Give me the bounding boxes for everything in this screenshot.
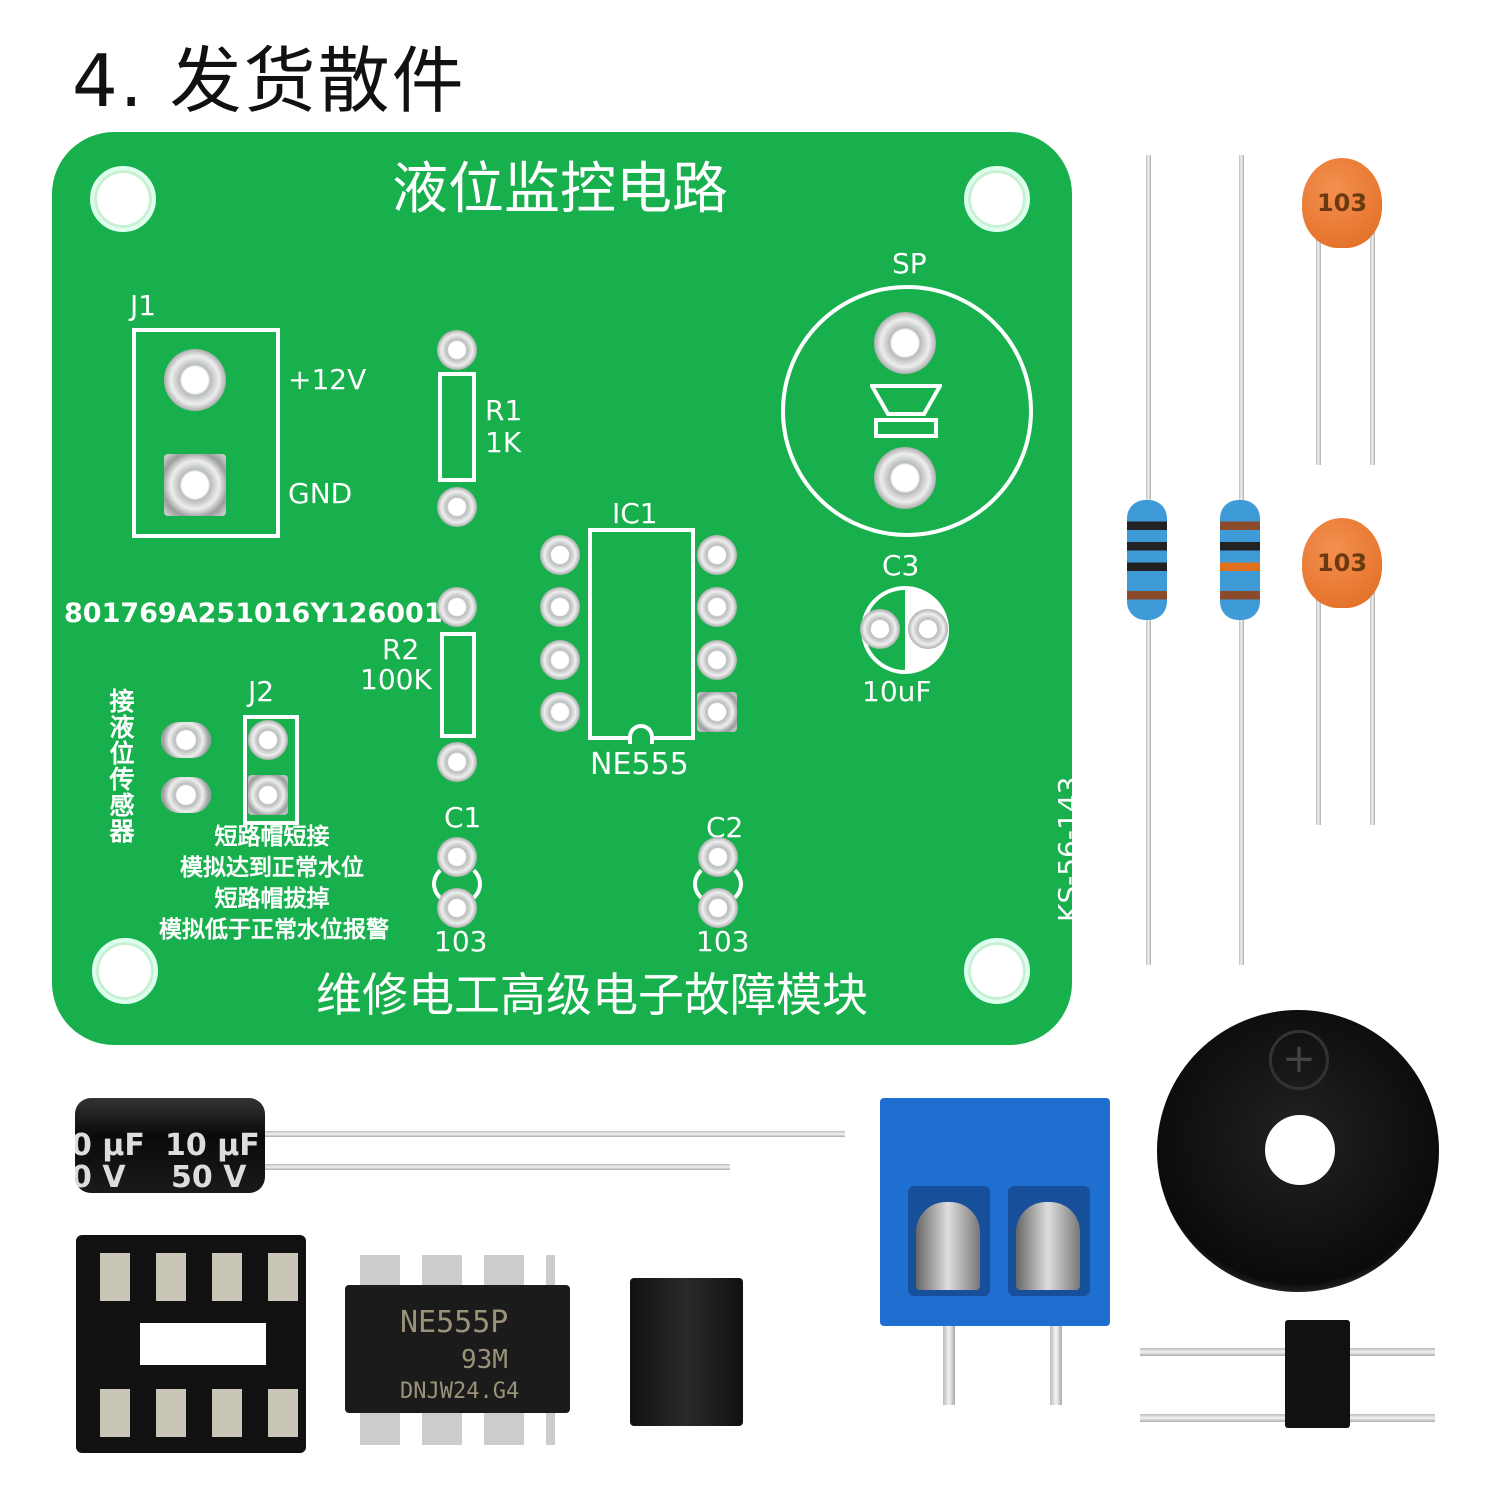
ic1-label: IC1 [612,497,658,530]
r1-pad [437,330,477,370]
sp-pad [874,312,936,374]
screw-terminal [880,1098,1110,1326]
ceramic-lead [1370,215,1375,465]
c1-pad [437,888,477,928]
ceramic-lead [1370,575,1375,825]
ic1-value: NE555 [590,747,689,782]
cap-marking: 0 V [75,1160,126,1193]
ic1-pad [540,587,580,627]
r1-outline [438,372,476,482]
sensor-pad [161,722,211,758]
board-heading: 液位监控电路 [392,157,728,222]
c2-value: 103 [696,925,750,958]
r1-pad [437,487,477,527]
ic-socket [76,1235,306,1453]
sensor-pad [161,777,211,813]
pin-header [1285,1320,1350,1428]
j1-pin2-label: GND [288,477,353,510]
electrolytic-capacitor: 0 μF 10 μF 0 V 50 V [75,1098,265,1193]
mounting-hole [92,938,158,1004]
c3-value: 10uF [862,675,932,708]
speaker-outline [781,285,1033,537]
jumper-cap [630,1278,743,1426]
j2-pad [248,775,288,815]
ceramic-lead [1316,215,1321,465]
note-line: 模拟低于正常水位报警 [159,917,389,943]
j1-pad [164,349,226,411]
j1-label: J1 [130,289,157,322]
j1-pad [164,454,226,516]
sensor-label: 接液位传感器 [106,688,135,844]
electrolytic-lead [260,1131,845,1137]
j1-outline [132,328,280,538]
j2-outline [243,715,299,825]
r2-pad [437,742,477,782]
cap-marking: 0 μF [75,1128,145,1163]
c3-pad [908,609,948,649]
ceramic-capacitor: 103 [1302,158,1382,248]
cap-marking: 50 V [171,1160,247,1193]
ic1-outline [588,528,695,740]
mounting-hole [964,938,1030,1004]
ceramic-code: 103 [1316,549,1368,577]
c1-outline [432,862,482,906]
resistor-100k [1220,500,1260,620]
c1-value: 103 [434,925,488,958]
model-number: KS-56-143 [1052,776,1085,922]
ic1-pad [697,692,737,732]
sp-pad [874,447,936,509]
r2-pad [437,587,477,627]
c2-pad [698,888,738,928]
j1-pin1-label: +12V [288,363,367,396]
c1-pad [437,837,477,877]
ic1-pad [540,535,580,575]
ic1-pad [697,640,737,680]
board-footer: 维修电工高级电子故障模块 [316,968,868,1022]
ne555-chip: NE555P 93M DNJW24.G4 [345,1255,570,1445]
pcb-board: 液位监控电路 J1 +12V GND R1 1K SP IC1 NE555 C3… [52,132,1085,1045]
ic1-pad [540,640,580,680]
buzzer: + [1157,1010,1439,1292]
c2-pad [698,837,738,877]
j2-label: J2 [248,675,275,708]
c2-label: C2 [706,811,744,844]
sp-label: SP [892,247,927,280]
chip-marking: NE555P [400,1305,509,1340]
c3-label: C3 [882,549,920,582]
resistor-1k [1127,500,1167,620]
j2-pad [248,720,288,760]
mounting-hole [90,166,156,232]
c1-label: C1 [444,801,482,834]
note-line: 模拟达到正常水位 [180,855,364,881]
chip-marking: DNJW24.G4 [400,1379,520,1404]
electrolytic-lead [260,1164,730,1170]
page-title: 4. 发货散件 [72,39,466,123]
speaker-symbol-icon [870,384,942,438]
c2-outline [693,862,743,906]
r1-value: 1K [485,426,522,459]
ceramic-capacitor: 103 [1302,518,1382,608]
ceramic-code: 103 [1316,189,1368,217]
chip-marking: 93M [461,1345,508,1375]
r1-label: R1 [485,394,523,427]
ic1-notch [628,724,654,744]
mounting-hole [964,166,1030,232]
cap-marking: 10 μF [165,1128,260,1163]
note-line: 短路帽拔掉 [214,886,330,912]
terminal-pin [943,1320,955,1405]
ic1-pad [697,535,737,575]
r2-outline [440,632,476,738]
ic1-pad [540,692,580,732]
terminal-pin [1050,1320,1062,1405]
note-line: 短路帽短接 [214,824,330,850]
plus-icon: + [1269,1030,1329,1090]
r2-label: R2 [382,633,420,666]
serial-number: 801769A251016Y126001 [64,598,443,629]
c3-pad [860,609,900,649]
ic1-pad [697,587,737,627]
ceramic-lead [1316,575,1321,825]
r2-value: 100K [360,663,432,696]
